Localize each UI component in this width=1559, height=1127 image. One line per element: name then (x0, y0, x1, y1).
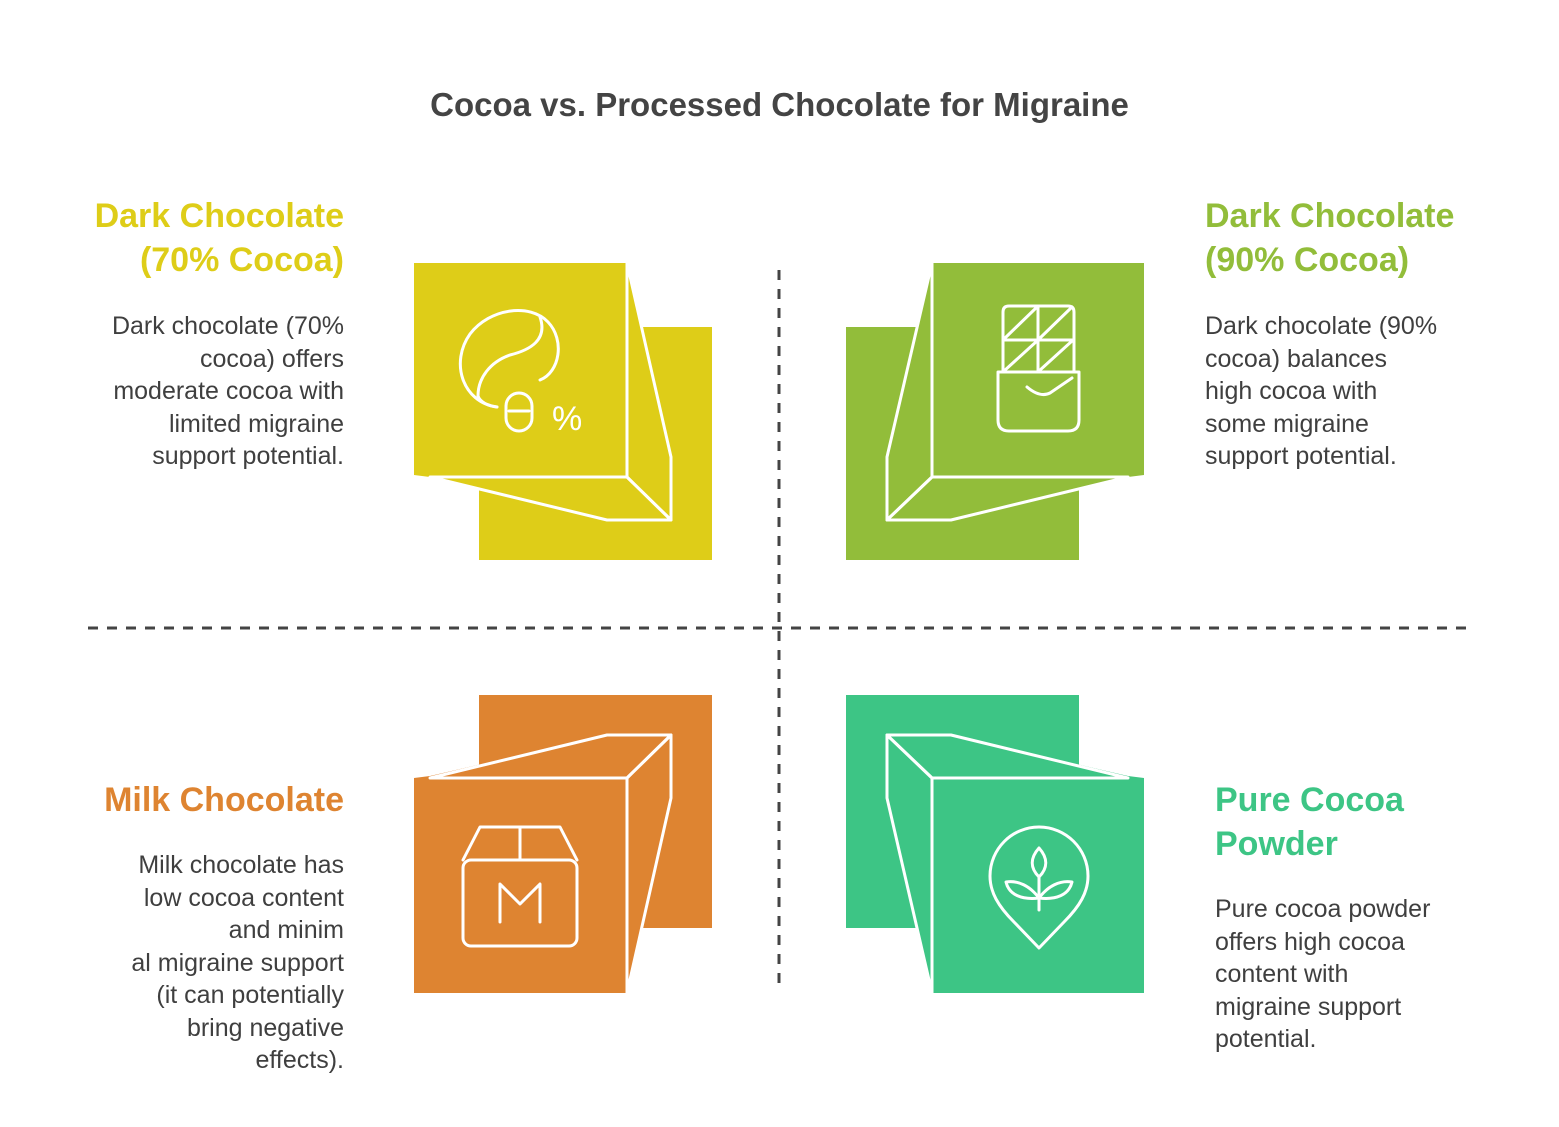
milk-description-line: bring negative (186, 1013, 344, 1042)
dark70-heading-line: Dark Chocolate (94, 197, 344, 235)
dark70-description-line: cocoa) offers (199, 344, 344, 373)
milk-box-icon (461, 825, 579, 948)
milk-cube (414, 695, 712, 995)
dark90-description-line: some migraine (1205, 409, 1369, 438)
pure-description-line: migraine support (1215, 992, 1402, 1021)
dark70-cube (414, 261, 712, 560)
percent-glyph: % (552, 400, 582, 438)
milk-heading-line: Milk Chocolate (104, 781, 344, 819)
dark90-heading-line: Dark Chocolate (1205, 197, 1455, 235)
milk-description-line: low cocoa content (143, 883, 344, 912)
milk-description-line: (it can potentially (156, 981, 344, 1009)
dark70-description: Dark chocolate (70% cocoa) offers modera… (40, 310, 344, 473)
milk-description-line: Milk chocolate has (138, 851, 344, 879)
dark90-description-line: cocoa) balances (1205, 344, 1388, 373)
milk-description-line: al migraine support (131, 948, 344, 977)
dark70-description-line: moderate cocoa with (113, 377, 344, 405)
pure-description: Pure cocoa powder offers high cocoa cont… (1215, 893, 1535, 1056)
dark90-description-line: Dark chocolate (90% (1205, 312, 1438, 340)
pure-heading-line: Pure Cocoa (1215, 781, 1404, 819)
dark70-description-line: Dark chocolate (70% (111, 312, 344, 340)
dark90-description-line: support potential. (1205, 442, 1397, 470)
dark90-heading: Dark Chocolate (90% Cocoa) (1205, 194, 1525, 282)
dark70-heading: Dark Chocolate (70% Cocoa) (60, 194, 344, 282)
dark90-description: Dark chocolate (90% cocoa) balances high… (1205, 310, 1525, 473)
pure-description-line: potential. (1215, 1025, 1317, 1053)
pure-cube (846, 695, 1144, 995)
chocolate-bar-icon (996, 304, 1081, 433)
dark90-description-line: high cocoa with (1205, 377, 1378, 405)
pure-heading-line: Powder (1215, 825, 1338, 863)
dark90-cube (846, 261, 1144, 560)
milk-description-line: and minim (228, 916, 344, 944)
cocoa-bean-percent-icon (458, 309, 560, 433)
milk-heading: Milk Chocolate (40, 778, 344, 822)
leaf-drop-icon (988, 825, 1090, 950)
dark90-heading-line: (90% Cocoa) (1205, 241, 1410, 279)
dark70-heading-line: (70% Cocoa) (139, 241, 344, 279)
page-title: Cocoa vs. Processed Chocolate for Migrai… (430, 86, 1129, 123)
pure-description-line: offers high cocoa (1215, 927, 1405, 956)
milk-description: Milk chocolate has low cocoa content and… (40, 849, 344, 1077)
dark70-description-line: limited migraine (168, 409, 344, 438)
milk-description-line: effects). (255, 1046, 344, 1074)
pure-description-line: Pure cocoa powder (1215, 895, 1431, 923)
pure-description-line: content with (1215, 960, 1349, 988)
dark70-description-line: support potential. (152, 442, 344, 470)
pure-heading: Pure Cocoa Powder (1215, 778, 1535, 866)
